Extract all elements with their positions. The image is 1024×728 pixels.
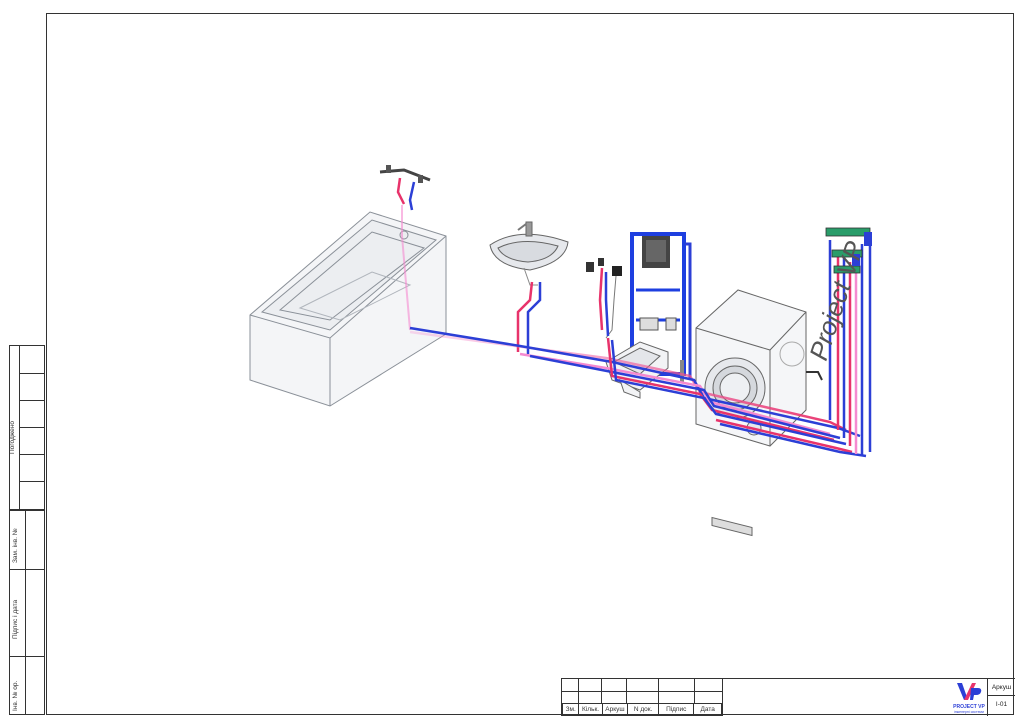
project-vp-watermark: Project VP xyxy=(803,237,870,364)
main-pipes xyxy=(409,326,867,458)
basin-cold-riser xyxy=(526,282,542,354)
washing-machine xyxy=(695,289,807,537)
toilet-installation-frame xyxy=(630,232,692,382)
company-logo: PROJECT VP інженерні системи xyxy=(952,679,986,716)
logo-text: PROJECT VP xyxy=(953,704,985,710)
revision-table: Зм. Кільк. Аркуш N док. Підпис Дата xyxy=(561,703,722,716)
bath-mixer-bracket xyxy=(379,165,431,331)
hygienic-shower xyxy=(586,258,622,339)
basin-hot-riser xyxy=(516,281,534,352)
col-zm: Зм. xyxy=(561,703,580,716)
manifold-risers xyxy=(828,240,872,456)
washbasin xyxy=(489,221,569,286)
bathtub xyxy=(249,211,447,407)
logo-subtext: інженерні системи xyxy=(954,710,984,714)
manifold-valves xyxy=(825,227,872,274)
drawing-frame xyxy=(46,13,1014,715)
inventory-stamp: Зам. інв. № Підпис і дата Інв. № ор. xyxy=(9,510,45,715)
title-block: Зм. Кільк. Аркуш N док. Підпис Дата PROJ… xyxy=(561,678,1015,716)
sheet-number: I-01 xyxy=(995,701,1008,708)
col-arkush: Аркуш xyxy=(601,703,629,716)
approval-stamp: Погоджено xyxy=(9,345,45,510)
sheet-label: Аркуш xyxy=(991,684,1012,691)
col-kilk: Кільк. xyxy=(578,703,603,716)
vp-logo-icon xyxy=(957,683,982,700)
col-pidpys: Підпис xyxy=(658,703,695,716)
washer-connection xyxy=(806,371,823,381)
col-data: Дата xyxy=(693,703,722,716)
